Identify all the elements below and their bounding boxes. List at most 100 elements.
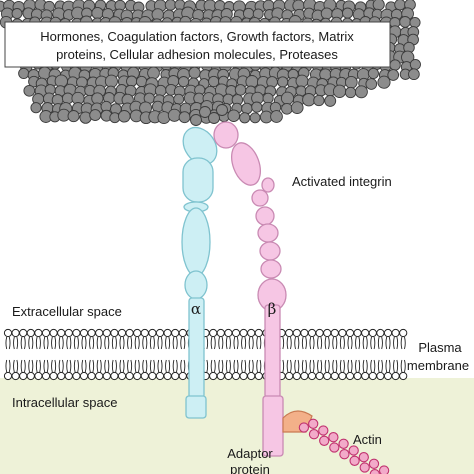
lipid-tail xyxy=(225,336,231,350)
lipid-head xyxy=(209,371,218,381)
lipid-tail xyxy=(286,359,292,373)
ecm-bead xyxy=(178,111,191,124)
lipid-tail xyxy=(256,336,262,350)
lipid-head xyxy=(64,328,73,338)
ecm-bead xyxy=(409,16,421,29)
ecm-bead xyxy=(324,94,337,107)
lipid-tail xyxy=(81,336,87,350)
ecm-bead xyxy=(89,109,102,122)
lipid-tail xyxy=(96,359,102,373)
lipid-head xyxy=(26,328,35,338)
ecm-bead xyxy=(399,16,411,28)
lipid-tail xyxy=(172,359,178,373)
alpha-cytoplasmic-tail xyxy=(185,395,207,419)
ecm-bead xyxy=(332,84,347,98)
ecm-bead xyxy=(23,84,36,97)
lipid-tail xyxy=(127,336,133,350)
lipid-head xyxy=(216,328,225,338)
lipid-head xyxy=(216,371,225,381)
lipid-head xyxy=(155,371,165,381)
lipid-head xyxy=(79,328,89,338)
actin-monomer xyxy=(329,442,340,453)
lipid-tail xyxy=(241,359,247,373)
lipid-tail xyxy=(218,336,224,350)
beta-egf-2 xyxy=(255,206,275,226)
lipid-tail xyxy=(294,336,300,350)
lipid-head xyxy=(11,371,20,381)
ecm-label-line1: Hormones, Coagulation factors, Growth fa… xyxy=(40,29,354,44)
lipid-tail xyxy=(28,359,34,373)
adaptor-protein-label-line1: Adaptor xyxy=(227,446,273,461)
lipid-tail xyxy=(96,336,102,350)
lipid-head xyxy=(353,371,362,381)
lipid-head xyxy=(209,328,218,338)
lipid-head xyxy=(49,371,58,381)
lipid-tail xyxy=(324,336,330,350)
ecm-bead xyxy=(295,74,309,88)
lipid-head xyxy=(133,371,142,381)
lipid-head xyxy=(102,328,111,338)
lipid-head xyxy=(171,371,180,381)
ecm-bead xyxy=(104,74,118,88)
ecm-bead xyxy=(178,76,190,88)
lipid-tail xyxy=(355,336,361,350)
lipid-head xyxy=(285,371,294,381)
lipid-tail xyxy=(339,336,345,350)
lipid-tail xyxy=(81,359,87,373)
lipid-head xyxy=(391,371,400,381)
lipid-tail xyxy=(51,336,57,350)
lipid-tail xyxy=(13,336,19,350)
lipid-head xyxy=(34,371,43,381)
lipid-head xyxy=(140,371,149,381)
lipid-head xyxy=(11,328,20,338)
lipid-tail xyxy=(210,336,216,350)
lipid-tail xyxy=(248,359,254,373)
lipid-head xyxy=(117,328,127,338)
actin-monomer xyxy=(378,465,390,474)
lipid-tail xyxy=(58,359,64,373)
lipid-head xyxy=(3,328,13,338)
lipid-head xyxy=(330,371,339,381)
lipid-head xyxy=(72,328,81,338)
lipid-tail xyxy=(347,336,353,350)
lipid-tail xyxy=(51,359,57,373)
lipid-head xyxy=(383,371,393,381)
lipid-tail xyxy=(317,336,323,350)
lipid-tail xyxy=(134,336,140,350)
ecm-bead xyxy=(173,93,185,105)
ecm-bead xyxy=(167,108,181,122)
lipid-head xyxy=(87,328,96,338)
lipid-head xyxy=(254,328,263,338)
lipid-head xyxy=(117,371,127,381)
lipid-head xyxy=(247,328,256,338)
ecm-bead xyxy=(118,110,131,123)
lipid-tail xyxy=(89,336,95,350)
lipid-head xyxy=(391,328,400,338)
ecm-bead xyxy=(164,0,177,11)
lipid-tail xyxy=(324,359,330,373)
lipid-tail xyxy=(20,336,26,350)
lipid-head xyxy=(19,371,28,381)
actin-monomer xyxy=(358,452,369,463)
adaptor-protein-label-line2: protein xyxy=(230,462,270,474)
lipid-tail xyxy=(180,336,186,350)
lipid-head xyxy=(148,371,157,381)
beta-egf-3 xyxy=(257,223,279,243)
lipid-head xyxy=(330,328,339,338)
lipid-head xyxy=(125,371,134,381)
lipid-head xyxy=(26,371,35,381)
ecm-bead xyxy=(30,102,42,114)
lipid-tail xyxy=(355,359,361,373)
lipid-tail xyxy=(28,336,34,350)
lipid-head xyxy=(224,371,233,381)
lipid-head xyxy=(171,328,180,338)
lipid-tail xyxy=(370,336,376,350)
lipid-tail xyxy=(35,336,41,350)
lipid-head xyxy=(307,328,317,338)
alpha-lower-domain xyxy=(184,270,208,300)
lipid-head xyxy=(239,371,248,381)
ecm-bead xyxy=(67,110,80,123)
lipid-tail xyxy=(400,336,406,350)
lipid-tail xyxy=(180,359,186,373)
